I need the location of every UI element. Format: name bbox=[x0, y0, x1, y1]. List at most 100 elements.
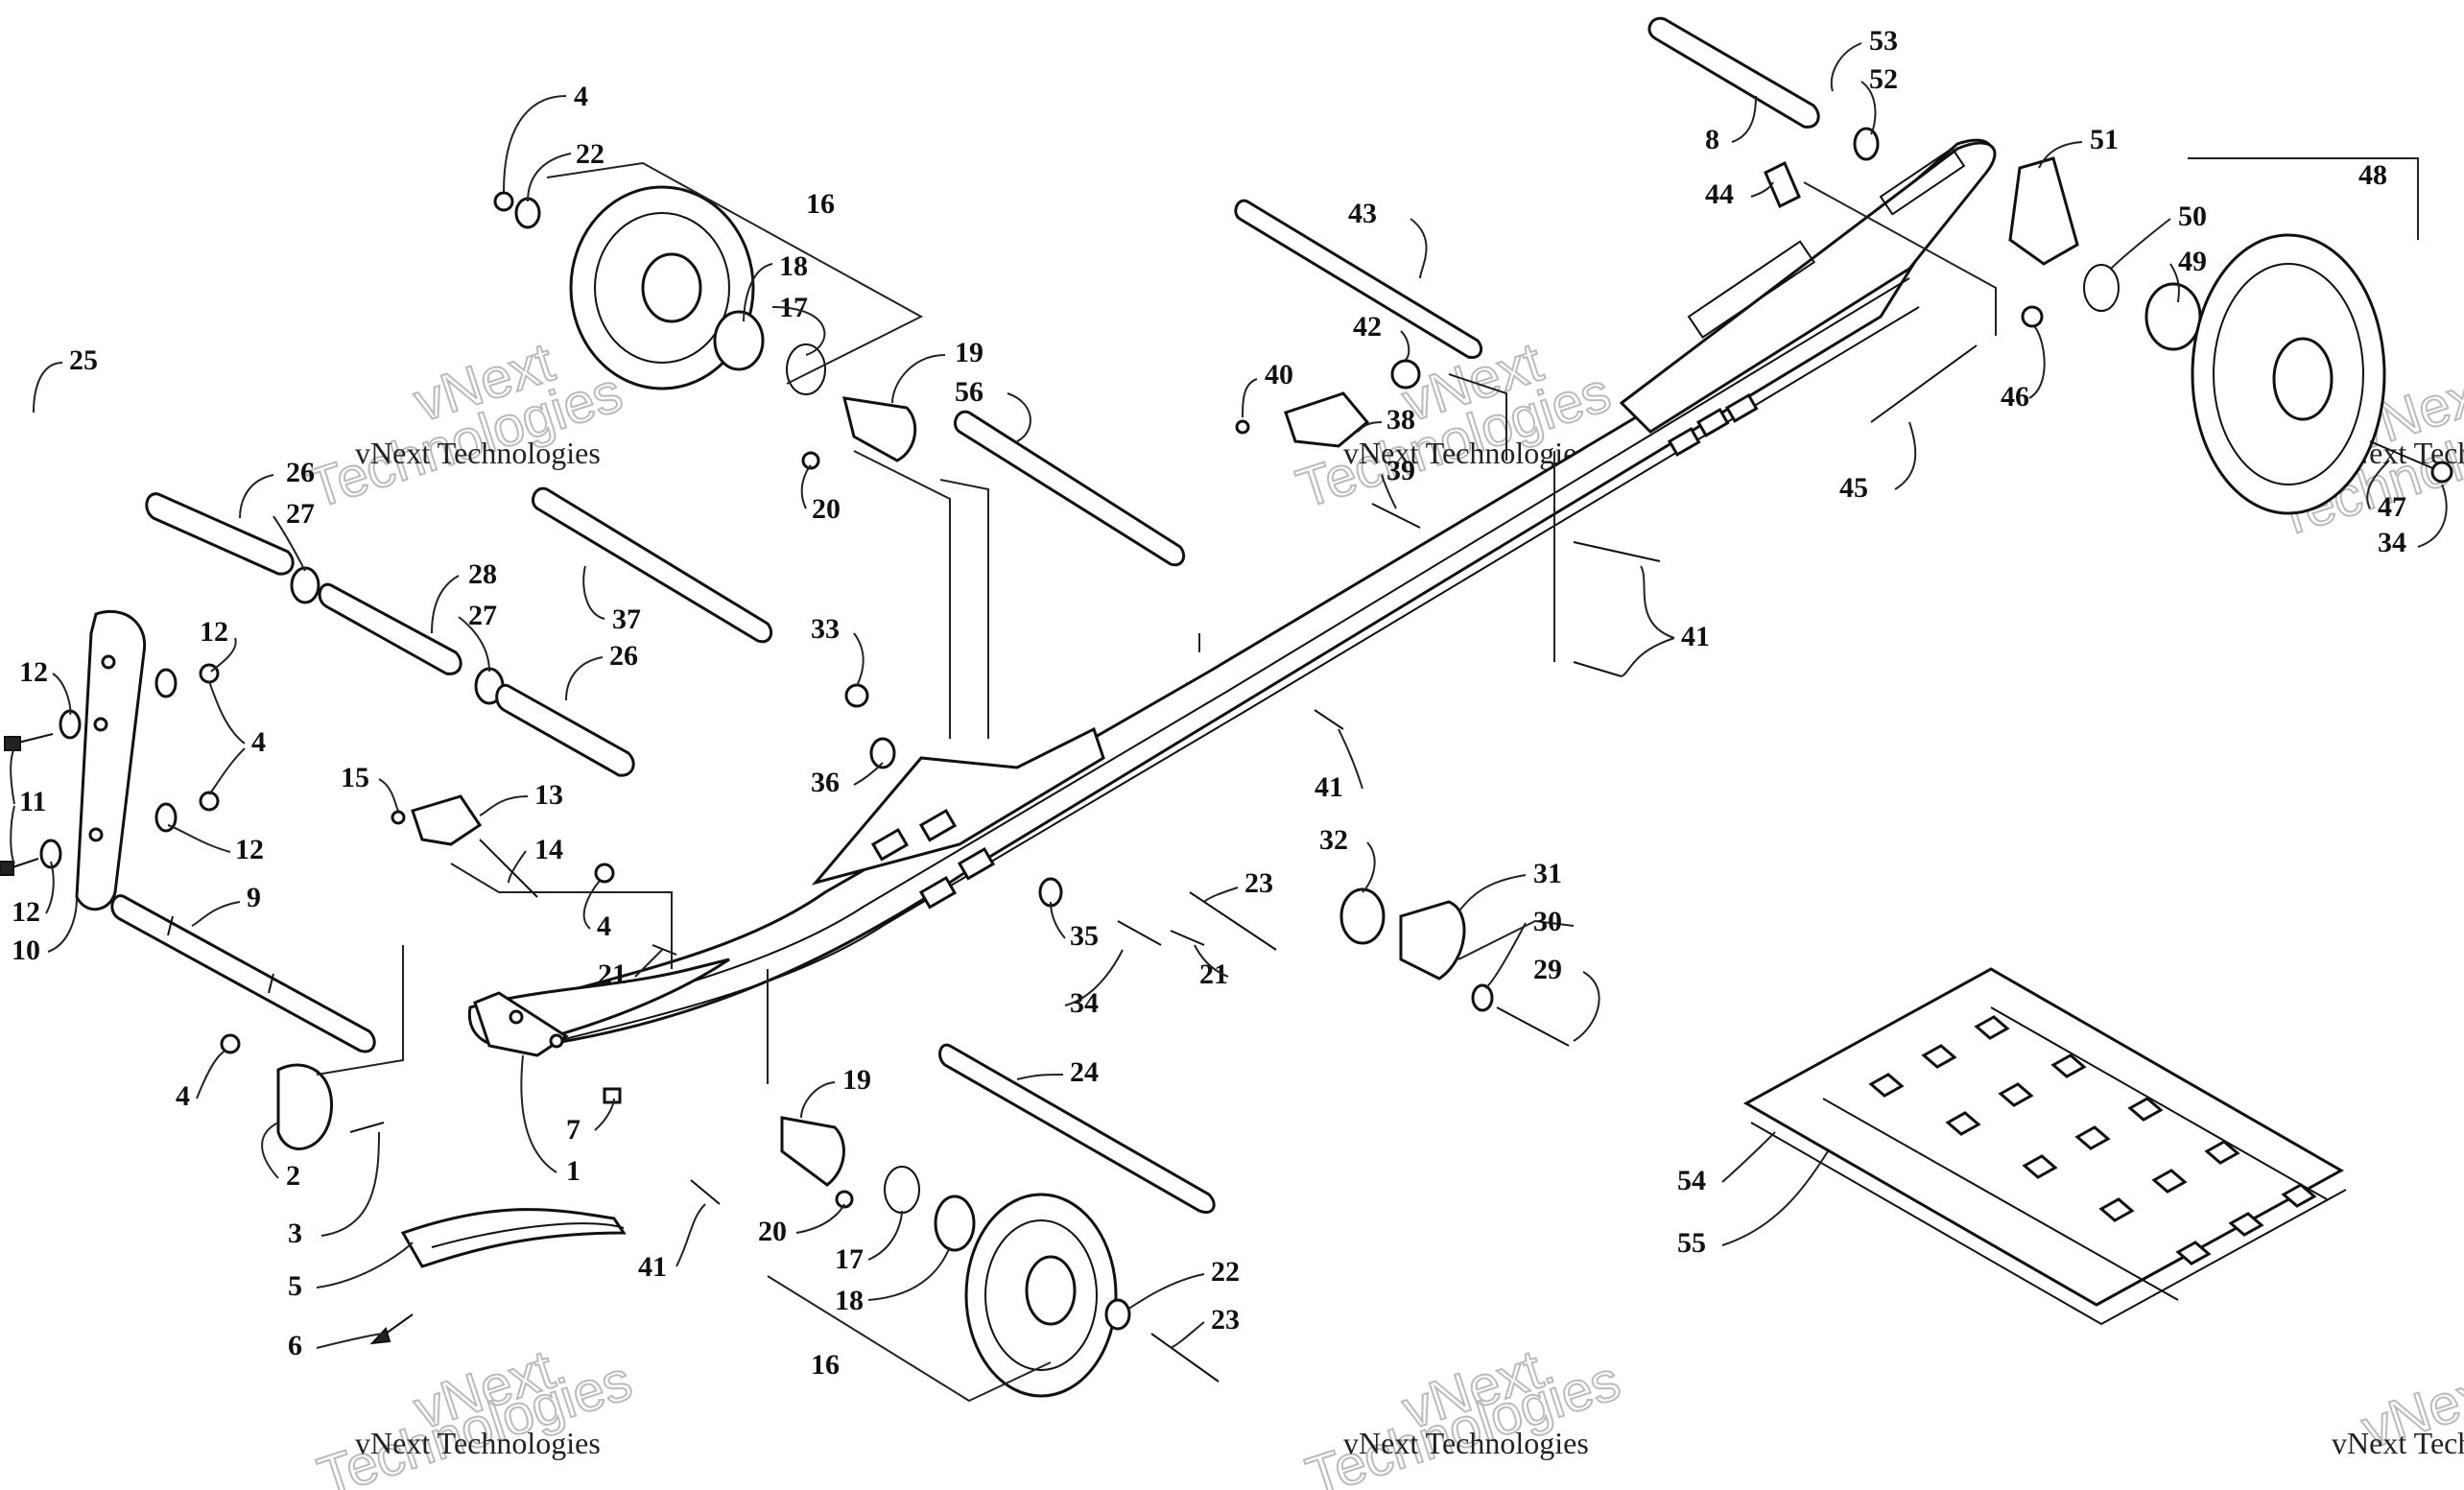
callout-4: 4 bbox=[251, 726, 266, 758]
callout-39: 39 bbox=[1386, 455, 1415, 486]
leader-55 bbox=[1721, 1150, 1829, 1246]
nut-7 bbox=[603, 1087, 622, 1104]
callout-24: 24 bbox=[1070, 1056, 1099, 1088]
callout-5: 5 bbox=[288, 1270, 302, 1302]
callout-27: 27 bbox=[468, 600, 497, 631]
callout-20: 20 bbox=[812, 493, 841, 525]
bracket-48 bbox=[2188, 157, 2419, 240]
shaft-24 bbox=[938, 1043, 1216, 1214]
front-arm-assembly bbox=[0, 609, 627, 1345]
lead-56 bbox=[939, 479, 989, 739]
leader-42 bbox=[1400, 330, 1410, 361]
leader-35 bbox=[1050, 901, 1066, 939]
callout-43: 43 bbox=[1348, 198, 1377, 229]
leader-4 bbox=[208, 747, 246, 795]
track-lug bbox=[1998, 1082, 2034, 1107]
callout-56: 56 bbox=[955, 376, 983, 408]
leader-31 bbox=[1457, 874, 1527, 912]
snap-ring-50 bbox=[2083, 264, 2120, 312]
callout-14: 14 bbox=[534, 834, 563, 865]
rail-pads bbox=[870, 392, 1759, 910]
watermark-text-4: vNext Technologies bbox=[355, 1426, 601, 1460]
leader-12 bbox=[52, 673, 72, 716]
wheel-hub bbox=[2272, 337, 2334, 421]
washer-30 bbox=[1471, 983, 1494, 1012]
nut-40 bbox=[1235, 419, 1250, 435]
leader-27 bbox=[272, 515, 306, 572]
washer-12 bbox=[39, 839, 62, 869]
leader-19 bbox=[891, 354, 946, 404]
washer-35 bbox=[1038, 877, 1063, 908]
hub-51 bbox=[2008, 156, 2079, 266]
wear-strip-line bbox=[431, 1222, 625, 1248]
leader-54 bbox=[1721, 1131, 1776, 1183]
nut-4 bbox=[493, 191, 514, 212]
callout-6: 6 bbox=[288, 1330, 302, 1361]
leader-13 bbox=[479, 795, 529, 816]
bolt-21 bbox=[1170, 930, 1205, 946]
callout-22: 22 bbox=[1211, 1256, 1240, 1288]
leader-9 bbox=[191, 901, 241, 927]
watermark-text-6: vNext Technologies bbox=[2332, 1426, 2464, 1460]
callout-19: 19 bbox=[842, 1064, 871, 1096]
lead-42 bbox=[1448, 373, 1507, 461]
nut-34 bbox=[2430, 461, 2453, 484]
track-lug bbox=[2175, 1241, 2212, 1265]
washer-36 bbox=[869, 737, 896, 769]
spacer-26 bbox=[495, 683, 635, 777]
bracket-hole bbox=[509, 1009, 524, 1025]
bolt-head bbox=[4, 736, 21, 751]
lead-44 bbox=[1803, 181, 1997, 336]
pin-14 bbox=[479, 839, 538, 898]
leader-4 bbox=[582, 880, 601, 930]
leader-2 bbox=[261, 1122, 279, 1179]
callout-2: 2 bbox=[286, 1160, 300, 1192]
wheel-rim bbox=[984, 1219, 1098, 1371]
leader-41 bbox=[1621, 637, 1675, 677]
bracket-16-lower bbox=[767, 1275, 1052, 1403]
callout-55: 55 bbox=[1677, 1227, 1706, 1259]
bolt-21 bbox=[652, 944, 677, 956]
leader-50 bbox=[2110, 218, 2171, 270]
clamp-31 bbox=[1399, 900, 1466, 981]
watermark-text-1: vNext Technologies bbox=[355, 436, 601, 470]
leader-29 bbox=[1573, 971, 1600, 1042]
leader-41 bbox=[1338, 728, 1363, 790]
callout-27: 27 bbox=[286, 498, 315, 530]
leader-12 bbox=[45, 861, 55, 914]
leader-33 bbox=[853, 632, 865, 687]
callout-28: 28 bbox=[468, 558, 497, 590]
callout-21: 21 bbox=[598, 958, 627, 990]
block-13 bbox=[411, 794, 483, 846]
callout-16: 16 bbox=[806, 188, 835, 220]
track-clip-row-55 bbox=[1822, 1098, 2179, 1301]
callout-46: 46 bbox=[2001, 381, 2029, 413]
bolt-47 bbox=[2369, 440, 2438, 471]
bracket-hole bbox=[549, 1033, 564, 1049]
leader-56 bbox=[1007, 392, 1031, 442]
nut-4 bbox=[594, 863, 615, 884]
leader-52 bbox=[1860, 81, 1877, 135]
leader-15 bbox=[378, 778, 399, 812]
callout-53: 53 bbox=[1869, 25, 1898, 57]
front-shaft-9 bbox=[110, 894, 376, 1053]
callout-38: 38 bbox=[1386, 404, 1415, 436]
bearing-49 bbox=[2144, 282, 2202, 351]
rail-pad bbox=[918, 808, 958, 842]
callout-41: 41 bbox=[1315, 771, 1343, 803]
callout-labels: 4 22 16 18 17 19 56 20 25 26 27 28 27 26… bbox=[12, 25, 2406, 1381]
track-edge bbox=[1750, 1122, 2347, 1326]
callout-33: 33 bbox=[811, 613, 840, 645]
leader-43 bbox=[1410, 218, 1428, 279]
callout-12: 12 bbox=[235, 834, 264, 865]
callout-23: 23 bbox=[1211, 1304, 1240, 1336]
callout-52: 52 bbox=[1869, 63, 1898, 95]
callout-15: 15 bbox=[341, 762, 369, 793]
leader-32 bbox=[1362, 841, 1376, 893]
leader-37 bbox=[582, 565, 605, 620]
bolt-head bbox=[0, 861, 14, 876]
leader-6 bbox=[316, 1333, 385, 1349]
leader-36 bbox=[853, 762, 884, 786]
leader-10 bbox=[47, 896, 78, 953]
